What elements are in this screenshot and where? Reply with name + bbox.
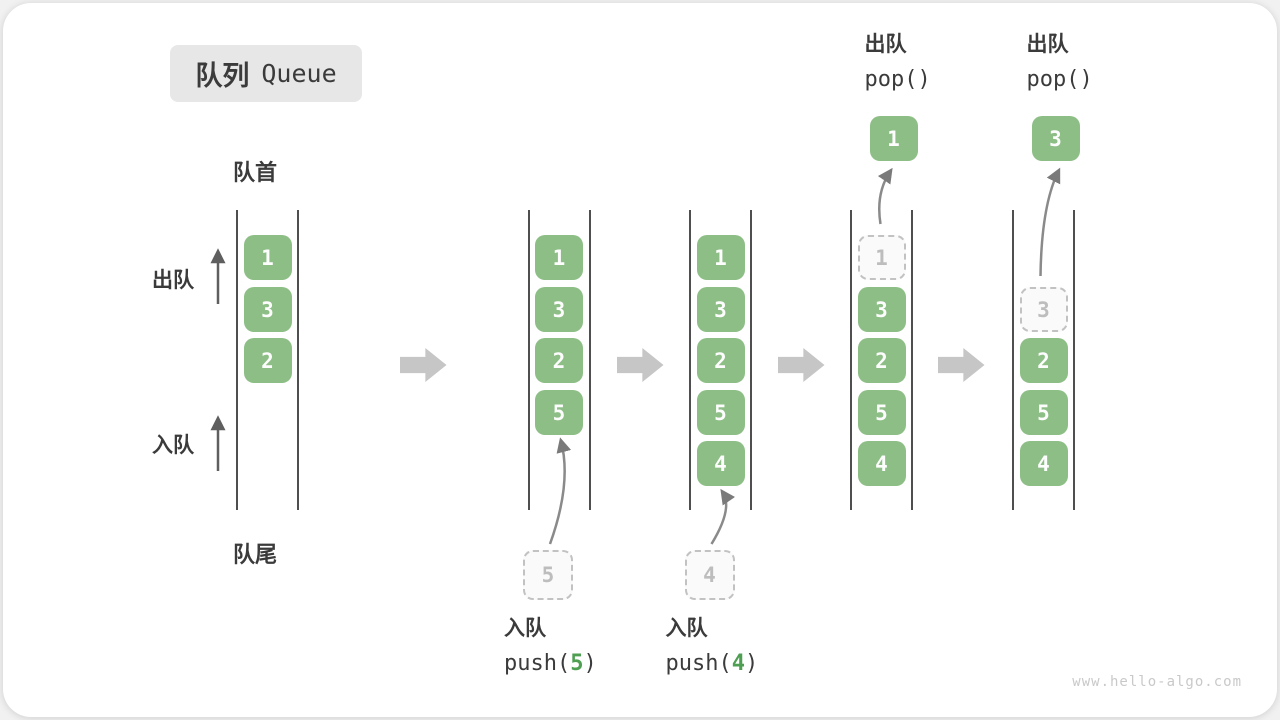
queue-item: 3 — [857, 287, 906, 332]
popped-item-value: 1 — [887, 126, 900, 151]
channel-line-right — [750, 210, 752, 510]
label-queue-rear: 队尾 — [233, 542, 278, 567]
enqueue-op-code: push(4) — [666, 651, 759, 676]
queue-item: 4 — [1019, 441, 1068, 486]
channel-line-right — [911, 210, 913, 510]
queue-item-value: 2 — [714, 348, 727, 373]
queue-item: 5 — [696, 390, 745, 435]
queue-item-value: 5 — [552, 400, 566, 425]
queue-item-value: 2 — [552, 348, 566, 373]
queue-item-value: 1 — [552, 245, 566, 270]
queue-item-value: 3 — [1037, 297, 1050, 322]
title-box: 队列 Queue — [170, 45, 362, 102]
queue-item-value: 5 — [1037, 400, 1050, 425]
dequeue-op-zh: 出队 — [1026, 33, 1069, 56]
dequeue-op-label: 出队 pop() — [1027, 28, 1093, 92]
queue-item: 5 — [857, 390, 906, 435]
popped-item: 3 — [1031, 116, 1080, 161]
queue-item-value: 2 — [1037, 348, 1050, 373]
enqueue-op-zh: 入队 — [504, 617, 546, 640]
queue-item: 2 — [535, 338, 583, 383]
queue-item-value: 4 — [714, 451, 727, 476]
popped-item-value: 3 — [1049, 126, 1062, 151]
dequeue-op-code: pop() — [864, 67, 931, 92]
queue-item: 3 — [243, 287, 292, 332]
dequeue-op-label: 出队 pop() — [865, 28, 931, 92]
label-queue-front: 队首 — [233, 160, 278, 185]
queue-item-value: 5 — [714, 400, 727, 425]
enqueue-op-zh: 入队 — [665, 617, 708, 640]
enqueue-op-code-part: ) — [583, 651, 597, 676]
title-zh: 队列 — [195, 61, 250, 91]
watermark: www.hello-algo.com — [1072, 674, 1242, 690]
channel-line-left — [527, 210, 530, 510]
queue-item: 2 — [857, 338, 906, 383]
queue-item-value: 3 — [261, 297, 274, 322]
enqueue-op-code-part: ) — [744, 651, 759, 676]
queue-item-dashed: 3 — [1019, 287, 1068, 332]
enqueue-op-code-part: 4 — [731, 651, 745, 676]
queue-item: 2 — [696, 338, 745, 383]
queue-item-value: 5 — [875, 400, 888, 425]
queue-item-value: 2 — [875, 348, 888, 373]
queue-item-value: 3 — [552, 297, 566, 322]
queue-item-value: 4 — [875, 451, 888, 476]
enqueue-op-code-part: 5 — [570, 651, 584, 676]
enqueue-op-label: 入队 push(4) — [666, 612, 759, 676]
queue-item-value: 3 — [714, 297, 727, 322]
dequeue-op-code: pop() — [1026, 67, 1093, 92]
queue-item: 5 — [1019, 390, 1068, 435]
channel-line-left — [236, 210, 238, 510]
channel-line-right — [297, 210, 299, 510]
queue-item-value: 1 — [875, 245, 888, 270]
queue-item: 3 — [696, 287, 745, 332]
dequeue-op-zh: 出队 — [864, 33, 907, 56]
label-enqueue-side: 入队 — [152, 434, 194, 457]
channel-line-right — [588, 210, 591, 510]
incoming-item-value: 5 — [541, 563, 555, 587]
queue-item: 2 — [243, 338, 292, 383]
channel-line-right — [1073, 210, 1075, 510]
queue-item: 3 — [535, 287, 583, 332]
queue-item: 1 — [696, 235, 745, 280]
incoming-item-value: 4 — [703, 563, 716, 587]
incoming-item: 5 — [523, 550, 573, 600]
enqueue-op-code-part: push( — [665, 651, 732, 676]
queue-item: 1 — [535, 235, 583, 280]
queue-item: 4 — [857, 441, 906, 486]
popped-item: 1 — [869, 116, 918, 161]
queue-item: 4 — [696, 441, 745, 486]
channel-line-left — [850, 210, 852, 510]
queue-item-value: 4 — [1037, 451, 1050, 476]
incoming-item: 4 — [684, 550, 735, 600]
queue-item: 1 — [243, 235, 292, 280]
queue-item-value: 2 — [261, 348, 274, 373]
title-en: Queue — [261, 59, 337, 88]
enqueue-op-label: 入队 push(5) — [504, 612, 597, 676]
channel-line-left — [689, 210, 691, 510]
queue-item-value: 3 — [875, 297, 888, 322]
label-dequeue-side: 出队 — [152, 269, 194, 292]
enqueue-op-code: push(5) — [504, 651, 597, 676]
enqueue-op-code-part: push( — [504, 651, 571, 676]
queue-item: 5 — [535, 390, 583, 435]
queue-item-dashed: 1 — [857, 235, 906, 280]
queue-item-value: 1 — [261, 245, 274, 270]
channel-line-left — [1012, 210, 1014, 510]
queue-item-value: 1 — [714, 245, 727, 270]
queue-item: 2 — [1019, 338, 1068, 383]
